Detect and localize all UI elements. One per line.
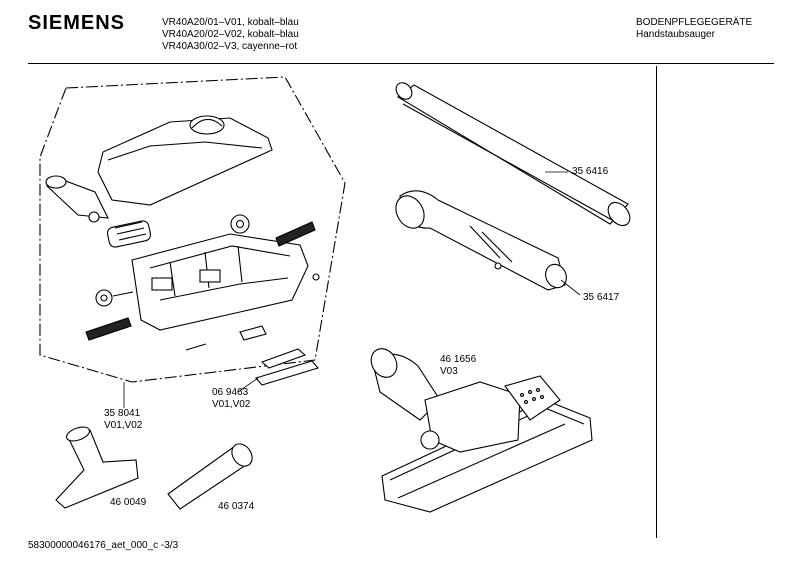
part-number-label: 35 6416 — [572, 166, 609, 177]
assembly-outline — [39, 76, 346, 383]
part-number-label: 35 6417 — [583, 292, 620, 303]
part-number-label: 35 8041 V01,V02 — [104, 408, 142, 432]
handle-tube-drawing — [395, 190, 567, 291]
extension-tube-drawing — [395, 82, 631, 227]
column-divider — [656, 66, 657, 538]
brand-logo: SIEMENS — [28, 12, 126, 34]
category-block: BODENPFLEGEGERÄTE Handstaubsauger — [636, 17, 752, 41]
part-variant: V01,V02 — [212, 399, 251, 410]
model-list: VR40A20/01–V01, kobalt–blau VR40A20/02–V… — [162, 17, 299, 53]
part-number-label: 46 0374 — [218, 501, 255, 512]
model-line: VR40A30/02–V3, cayenne–rot — [162, 41, 298, 52]
part-number-label: 46 1656 V03 — [440, 354, 476, 378]
sealing-strip-drawing — [255, 348, 319, 386]
floor-nozzle-drawing — [370, 348, 593, 513]
part-variant: V01,V02 — [104, 420, 143, 431]
upholstery-nozzle-drawing — [55, 426, 139, 509]
header-divider — [28, 63, 774, 64]
part-number: 46 1656 — [440, 354, 477, 365]
category-subtitle: Handstaubsauger — [636, 29, 715, 40]
crevice-tool-drawing — [167, 443, 253, 510]
part-number-label: 06 9463 V01,V02 — [212, 387, 250, 411]
nozzle-base-drawing — [95, 214, 320, 351]
part-number: 35 8041 — [104, 408, 141, 419]
brush-strip-drawing — [85, 221, 316, 341]
part-number: 06 9463 — [212, 387, 249, 398]
part-variant: V03 — [440, 366, 458, 377]
model-line: VR40A20/01–V01, kobalt–blau — [162, 17, 299, 28]
category-title: BODENPFLEGEGERÄTE — [636, 17, 753, 28]
document-id: 58300000046176_aet_000_c -3/3 — [28, 540, 179, 551]
leader-lines — [123, 171, 581, 408]
nozzle-cover-drawing — [45, 115, 273, 248]
part-number-label: 46 0049 — [110, 497, 147, 508]
model-line: VR40A20/02–V02, kobalt–blau — [162, 29, 299, 40]
